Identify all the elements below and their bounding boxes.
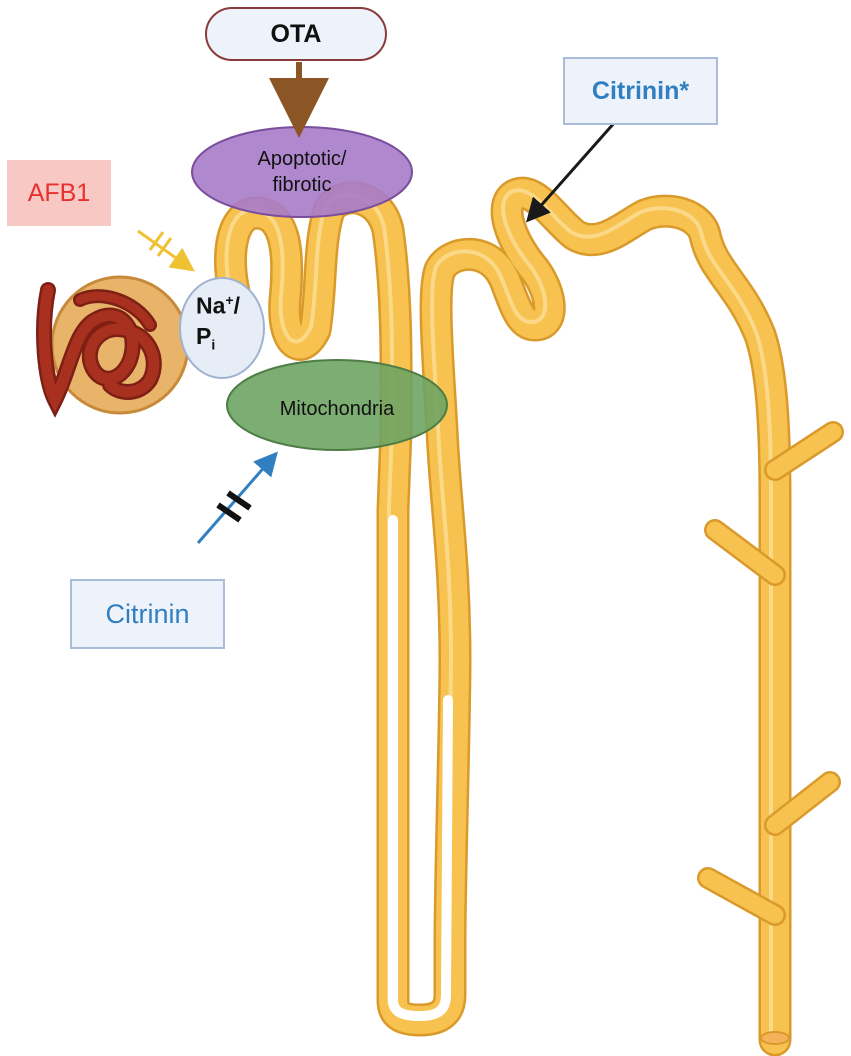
na-pi-label: Na+/ Pi — [196, 285, 240, 359]
citrinin-star-arrow — [526, 121, 617, 223]
mitochondria-ellipse — [226, 359, 448, 451]
collecting-duct-end — [760, 1031, 790, 1045]
mitochondria-label: Mitochondria — [228, 396, 446, 422]
apoptotic-line2: fibrotic — [272, 174, 332, 196]
afb1-label-box: AFB1 — [7, 160, 111, 226]
mitochondria-text: Mitochondria — [279, 398, 395, 420]
citrinin-label-box: Citrinin — [70, 579, 225, 649]
glomerulus — [36, 275, 190, 418]
citrinin-label: Citrinin — [105, 598, 190, 629]
apoptotic-line1: Apoptotic/ — [257, 148, 347, 170]
p-sub: i — [211, 336, 216, 353]
citrinin-inhibition-mark — [216, 490, 252, 523]
na-slash: / — [233, 292, 240, 319]
na-line: Na+/ — [196, 285, 240, 321]
nephron-tubule — [214, 176, 792, 1056]
afb1-label: AFB1 — [27, 178, 91, 207]
collecting-duct-branches — [697, 421, 844, 926]
p-line: Pi — [196, 321, 240, 360]
na-pi-transporter — [179, 277, 265, 379]
na-main: Na — [196, 292, 226, 319]
na-sup: + — [225, 292, 234, 308]
afb1-inhibition-mark — [148, 231, 173, 257]
citrinin-star-label-box: Citrinin* — [563, 57, 718, 125]
ota-label: OTA — [270, 19, 322, 48]
citrinin-star-label: Citrinin* — [591, 76, 690, 105]
p-main: P — [196, 322, 212, 349]
apoptotic-fibrotic-label: Apoptotic/ fibrotic — [192, 146, 412, 198]
ota-label-box: OTA — [205, 7, 387, 61]
